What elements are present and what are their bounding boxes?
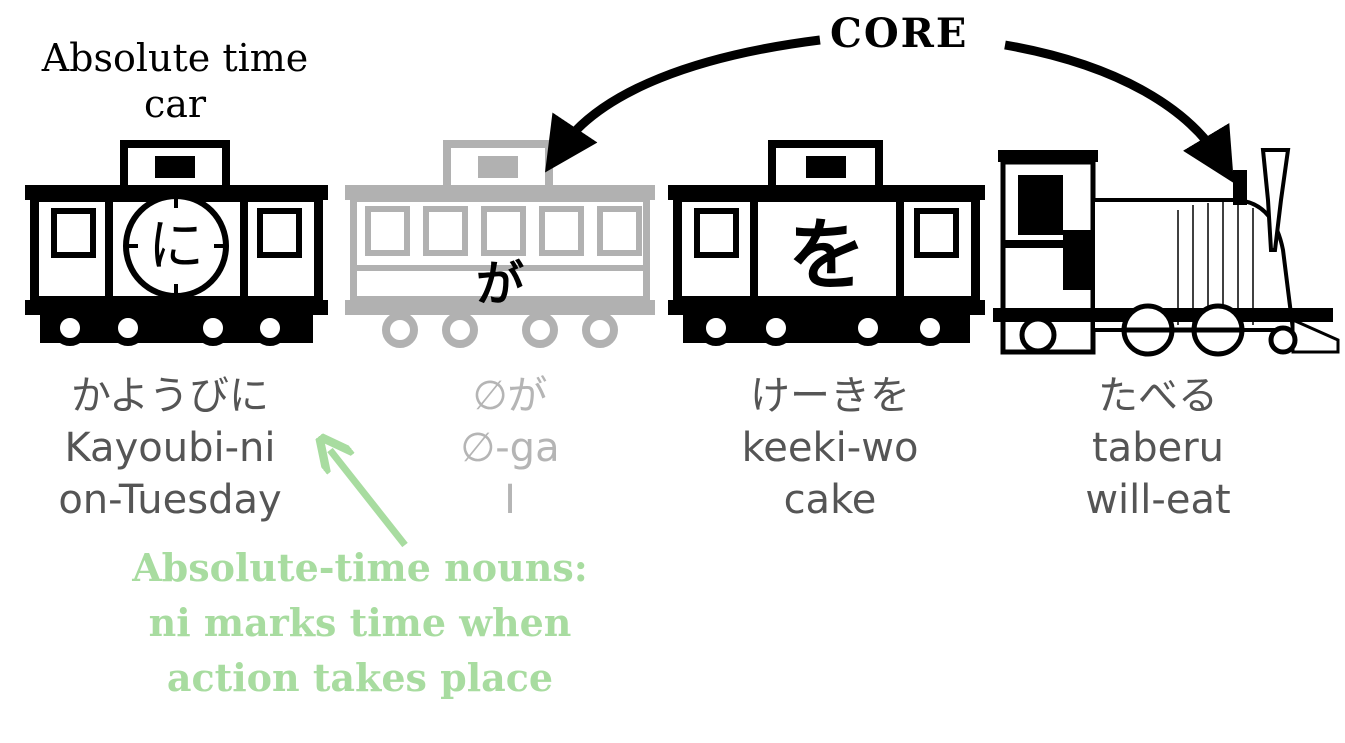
gloss-label: cake (783, 477, 877, 523)
label-group-keeki: けーきを keeki-wo cake (680, 370, 980, 526)
train-car-wo (668, 140, 985, 346)
core-arrow-right (1004, 40, 1234, 184)
romaji-label: Kayoubi-ni (64, 425, 276, 471)
note-line: action takes place (166, 655, 554, 700)
note-arrow (330, 450, 408, 548)
train-car-ni (25, 140, 328, 346)
car-kana-u: う (1099, 233, 1141, 282)
kana-label: たべる (1098, 373, 1218, 419)
absolute-time-car-title: Absolute time car (41, 36, 309, 126)
core-label: CORE (830, 10, 969, 57)
kana-label: けーきを (750, 373, 910, 419)
locomotive (993, 148, 1340, 357)
gloss-label: on-Tuesday (58, 477, 282, 523)
core-arrow-left (545, 35, 821, 173)
train-car-ga (345, 140, 655, 348)
label-group-taberu: たべる taberu will-eat (1008, 370, 1308, 526)
car-kana-ga: が (476, 256, 524, 312)
gloss-label: I (504, 477, 516, 523)
car-kana-ni: に (148, 214, 204, 279)
label-group-kayoubi: かようびに Kayoubi-ni on-Tuesday (20, 370, 320, 526)
romaji-label: taberu (1092, 425, 1224, 471)
kana-label: かようびに (71, 373, 269, 419)
romaji-label: ∅-ga (460, 425, 560, 471)
car-kana-wo: を (788, 211, 866, 301)
romaji-label: keeki-wo (741, 425, 919, 471)
kana-label: ∅が (472, 373, 548, 419)
absolute-time-note: Absolute-time nouns: ni marks time when … (60, 540, 660, 705)
label-group-ga: ∅が ∅-ga I (360, 370, 660, 526)
note-line: Absolute-time nouns: (132, 545, 588, 590)
gloss-label: will-eat (1085, 477, 1231, 523)
note-line: ni marks time when (148, 600, 572, 645)
